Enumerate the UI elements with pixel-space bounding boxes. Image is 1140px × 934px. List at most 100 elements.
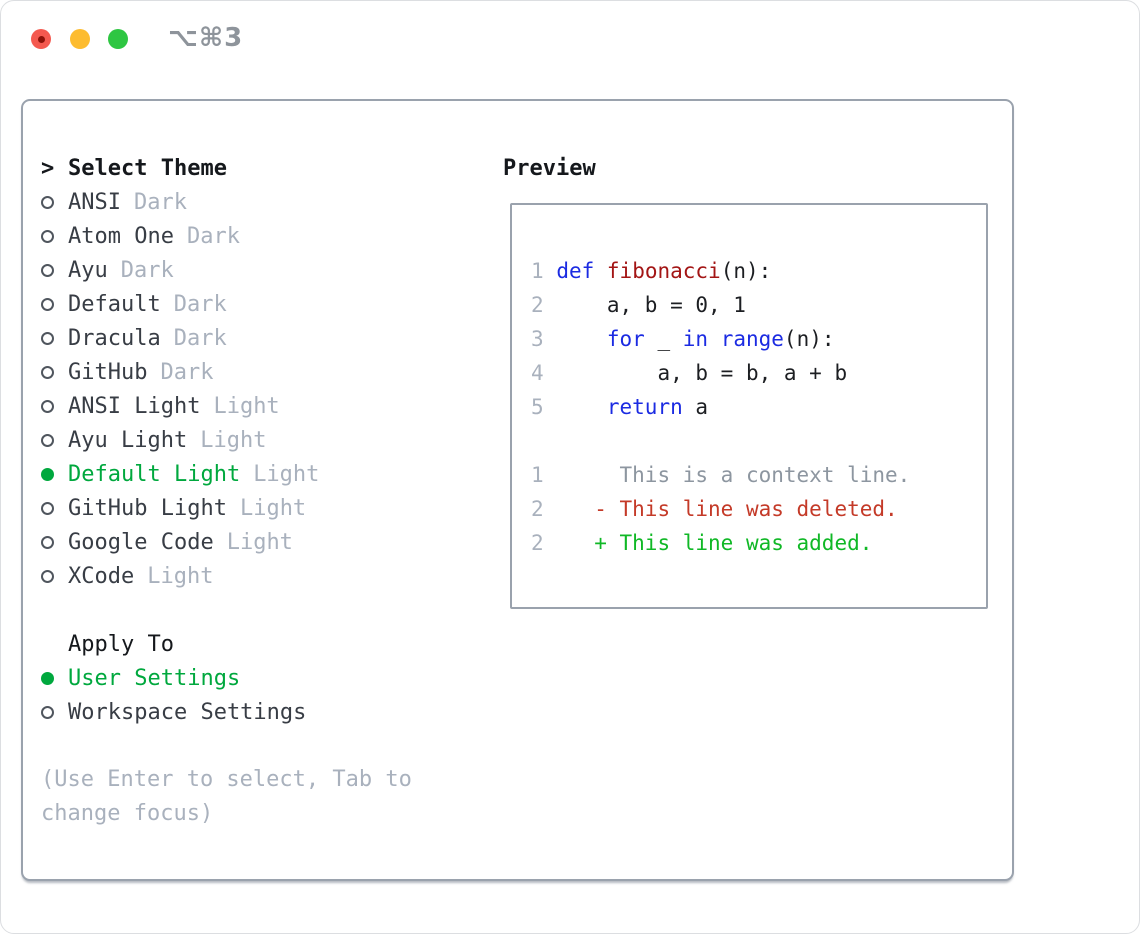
code-segment: for [606,327,645,351]
code-segment: a [682,395,709,419]
line-number: 1 [531,259,544,283]
theme-name: Default Light [68,461,241,487]
theme-variant: Light [253,461,320,487]
code-segment [544,395,607,419]
code-segment: + This line was added. [543,531,873,555]
apply-option[interactable]: Workspace Settings [41,695,489,729]
theme-name: Ayu Light [68,427,188,453]
theme-variant: Dark [186,223,240,249]
theme-variant: Light [226,529,293,555]
theme-option[interactable]: GitHub Dark [41,355,489,389]
code-segment: (n): [720,259,772,283]
line-number: 2 [531,293,544,317]
apply-option[interactable]: User Settings [41,661,489,695]
radio-icon [41,331,54,345]
theme-variant: Light [213,393,280,419]
window-shortcut-label: ⌥⌘3 [168,23,244,53]
hint-text: (Use Enter to select, Tab to change focu… [41,767,412,826]
code-segment [544,327,607,351]
code-segment: def [556,259,595,283]
line-number: 1 [531,463,544,487]
theme-variant: Dark [133,189,187,215]
radio-icon [41,569,54,583]
theme-name: Ayu [68,257,108,283]
minimize-button[interactable] [70,29,90,49]
theme-option[interactable]: Ayu Dark [41,253,489,287]
zoom-button[interactable] [108,29,128,49]
code-line: 1 def fibonacci(n): [531,254,986,288]
radio-icon [41,705,54,719]
theme-name: XCode [68,563,135,589]
diff-line-context: 1 This is a context line. [531,458,986,492]
radio-icon [41,297,54,311]
theme-name: Default [68,291,161,317]
code-segment: in [682,327,709,351]
spacer [41,593,489,627]
theme-name: Google Code [68,529,214,555]
theme-option[interactable]: Google Code Light [41,525,489,559]
code-segment: This is a context line. [543,463,911,487]
apply-to-title-row: Apply To [41,627,489,661]
radio-icon [41,399,54,413]
theme-option[interactable]: Dracula Dark [41,321,489,355]
theme-variant: Dark [120,257,174,283]
theme-name: ANSI Light [68,393,201,419]
radio-icon [41,501,54,515]
theme-variant: Dark [173,325,227,351]
theme-name: GitHub [68,359,148,385]
radio-selected-icon [41,671,54,685]
apply-option-label: Workspace Settings [68,699,307,725]
radio-icon [41,195,54,209]
line-number: 4 [531,361,544,385]
theme-option[interactable]: ANSI Light Light [41,389,489,423]
theme-option[interactable]: XCode Light [41,559,489,593]
titlebar: ⌥⌘3 [1,1,1139,79]
theme-option[interactable]: Ayu Light Light [41,423,489,457]
code-segment [708,327,721,351]
preview-title: Preview [503,155,596,181]
code-segment: a, b = 0, 1 [543,293,746,317]
radio-icon [41,433,54,447]
blank-line [531,424,986,458]
theme-variant: Light [200,427,267,453]
radio-icon [41,365,54,379]
code-segment: a, b = b, a + b [543,361,848,385]
code-line: 4 a, b = b, a + b [531,356,986,390]
code-segment [544,259,557,283]
theme-variant: Light [147,563,214,589]
apply-option-label: User Settings [68,665,241,691]
theme-list-title: Select Theme [68,155,227,181]
radio-icon [41,263,54,277]
line-number: 5 [531,395,544,419]
spacer [41,729,489,763]
theme-option[interactable]: Atom One Dark [41,219,489,253]
line-number: 3 [531,327,544,351]
code-segment: (n): [783,327,835,351]
theme-list-title-row: > Select Theme [41,151,489,185]
radio-icon [41,535,54,549]
radio-icon [41,229,54,243]
theme-variant: Dark [160,359,214,385]
code-segment: _ [644,327,683,351]
theme-option[interactable]: Default Light Light [41,457,489,491]
theme-name: ANSI [68,189,121,215]
theme-name: GitHub Light [68,495,227,521]
theme-name: Dracula [68,325,161,351]
apply-to-title: Apply To [68,631,174,657]
radio-selected-icon [41,467,54,481]
code-segment: fibonacci [606,259,721,283]
code-segment: - This line was deleted. [543,497,898,521]
code-line: 5 return a [531,390,986,424]
close-button[interactable] [31,29,51,49]
code-segment [594,259,607,283]
theme-option[interactable]: ANSI Dark [41,185,489,219]
theme-name: Atom One [68,223,174,249]
line-number: 2 [531,531,544,555]
